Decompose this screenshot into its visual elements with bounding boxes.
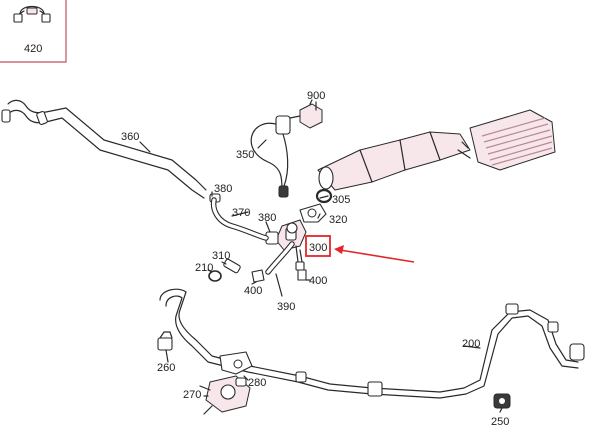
part-label-310[interactable]: 310 <box>212 250 230 262</box>
part-label-380-upper[interactable]: 380 <box>214 183 232 195</box>
clip-260[interactable] <box>157 331 173 351</box>
part-label-260[interactable]: 260 <box>157 362 175 374</box>
part-label-420[interactable]: 420 <box>24 43 42 55</box>
part-label-400-right[interactable]: 400 <box>309 275 327 287</box>
part-label-270[interactable]: 270 <box>183 389 201 401</box>
o-ring-210[interactable] <box>208 270 222 282</box>
highlight-300[interactable] <box>305 235 415 263</box>
bracket-320[interactable] <box>299 203 327 223</box>
part-label-390[interactable]: 390 <box>277 301 295 313</box>
part-label-250[interactable]: 250 <box>491 416 509 428</box>
catalytic-converter[interactable] <box>317 109 556 191</box>
leader-lines <box>139 101 503 415</box>
part-label-360[interactable]: 360 <box>121 131 139 143</box>
nox-sensor[interactable] <box>250 99 323 198</box>
hose-370[interactable] <box>210 197 269 241</box>
part-label-350[interactable]: 350 <box>236 149 254 161</box>
part-label-400-left[interactable]: 400 <box>244 285 262 297</box>
part-label-320[interactable]: 320 <box>329 214 347 226</box>
clamp-305[interactable] <box>315 188 333 204</box>
part-label-200[interactable]: 200 <box>462 338 480 350</box>
inset-box[interactable]: 420 <box>0 0 67 63</box>
connector-250[interactable] <box>493 393 511 409</box>
line-360[interactable] <box>1 99 207 199</box>
part-label-370[interactable]: 370 <box>232 207 250 219</box>
part-label-305[interactable]: 305 <box>332 194 350 206</box>
hose-390[interactable] <box>265 241 295 275</box>
hose-clamp-icon <box>13 5 51 23</box>
line-200[interactable] <box>159 288 585 399</box>
bracket-280[interactable] <box>219 351 253 387</box>
connector-310[interactable] <box>223 258 241 274</box>
part-label-300[interactable]: 300 <box>309 242 327 254</box>
part-label-210[interactable]: 210 <box>195 262 213 274</box>
part-label-280[interactable]: 280 <box>248 377 266 389</box>
clip-400-right[interactable] <box>297 269 307 281</box>
part-label-900[interactable]: 900 <box>307 90 325 102</box>
clip-400-left[interactable] <box>251 269 265 283</box>
part-label-380-lower[interactable]: 380 <box>258 212 276 224</box>
